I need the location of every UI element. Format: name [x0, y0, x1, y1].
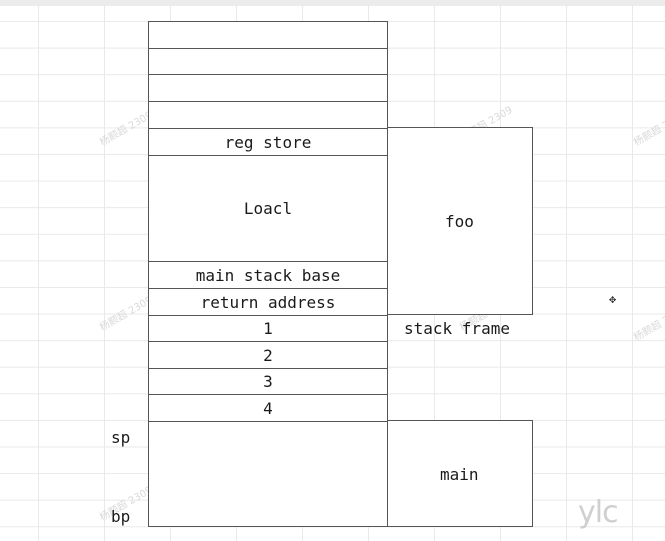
stack-cell-arg-4: 4 — [148, 394, 388, 421]
stack-cell-empty — [148, 48, 388, 74]
ylc-logo: ylc — [578, 495, 619, 530]
stack-cell-reg-store: reg store — [148, 128, 388, 155]
mouse-cursor-icon: ✥ — [609, 292, 617, 306]
stack-cell-main-stack-base: main stack base — [148, 261, 388, 288]
foo-frame-label: foo — [445, 212, 474, 231]
stack-cell-empty — [148, 74, 388, 101]
stack-cell-local: Loacl — [148, 155, 388, 261]
stack-cell-arg-1: 1 — [148, 315, 388, 341]
foo-frame-box — [386, 127, 533, 315]
stack-cell-empty — [148, 101, 388, 128]
stack-cell-empty — [148, 21, 388, 48]
main-frame-box — [386, 420, 533, 527]
bp-pointer-label: bp — [111, 507, 131, 526]
sp-pointer-label: sp — [111, 428, 131, 447]
stack-cell-return-address: return address — [148, 288, 388, 315]
window-top-bar — [0, 0, 665, 6]
main-frame-label: main — [440, 465, 479, 484]
stack-cell-main-area — [148, 421, 388, 527]
stack-cell-arg-3: 3 — [148, 368, 388, 394]
stack-frame-label: stack frame — [404, 319, 510, 338]
stack-cell-arg-2: 2 — [148, 341, 388, 368]
